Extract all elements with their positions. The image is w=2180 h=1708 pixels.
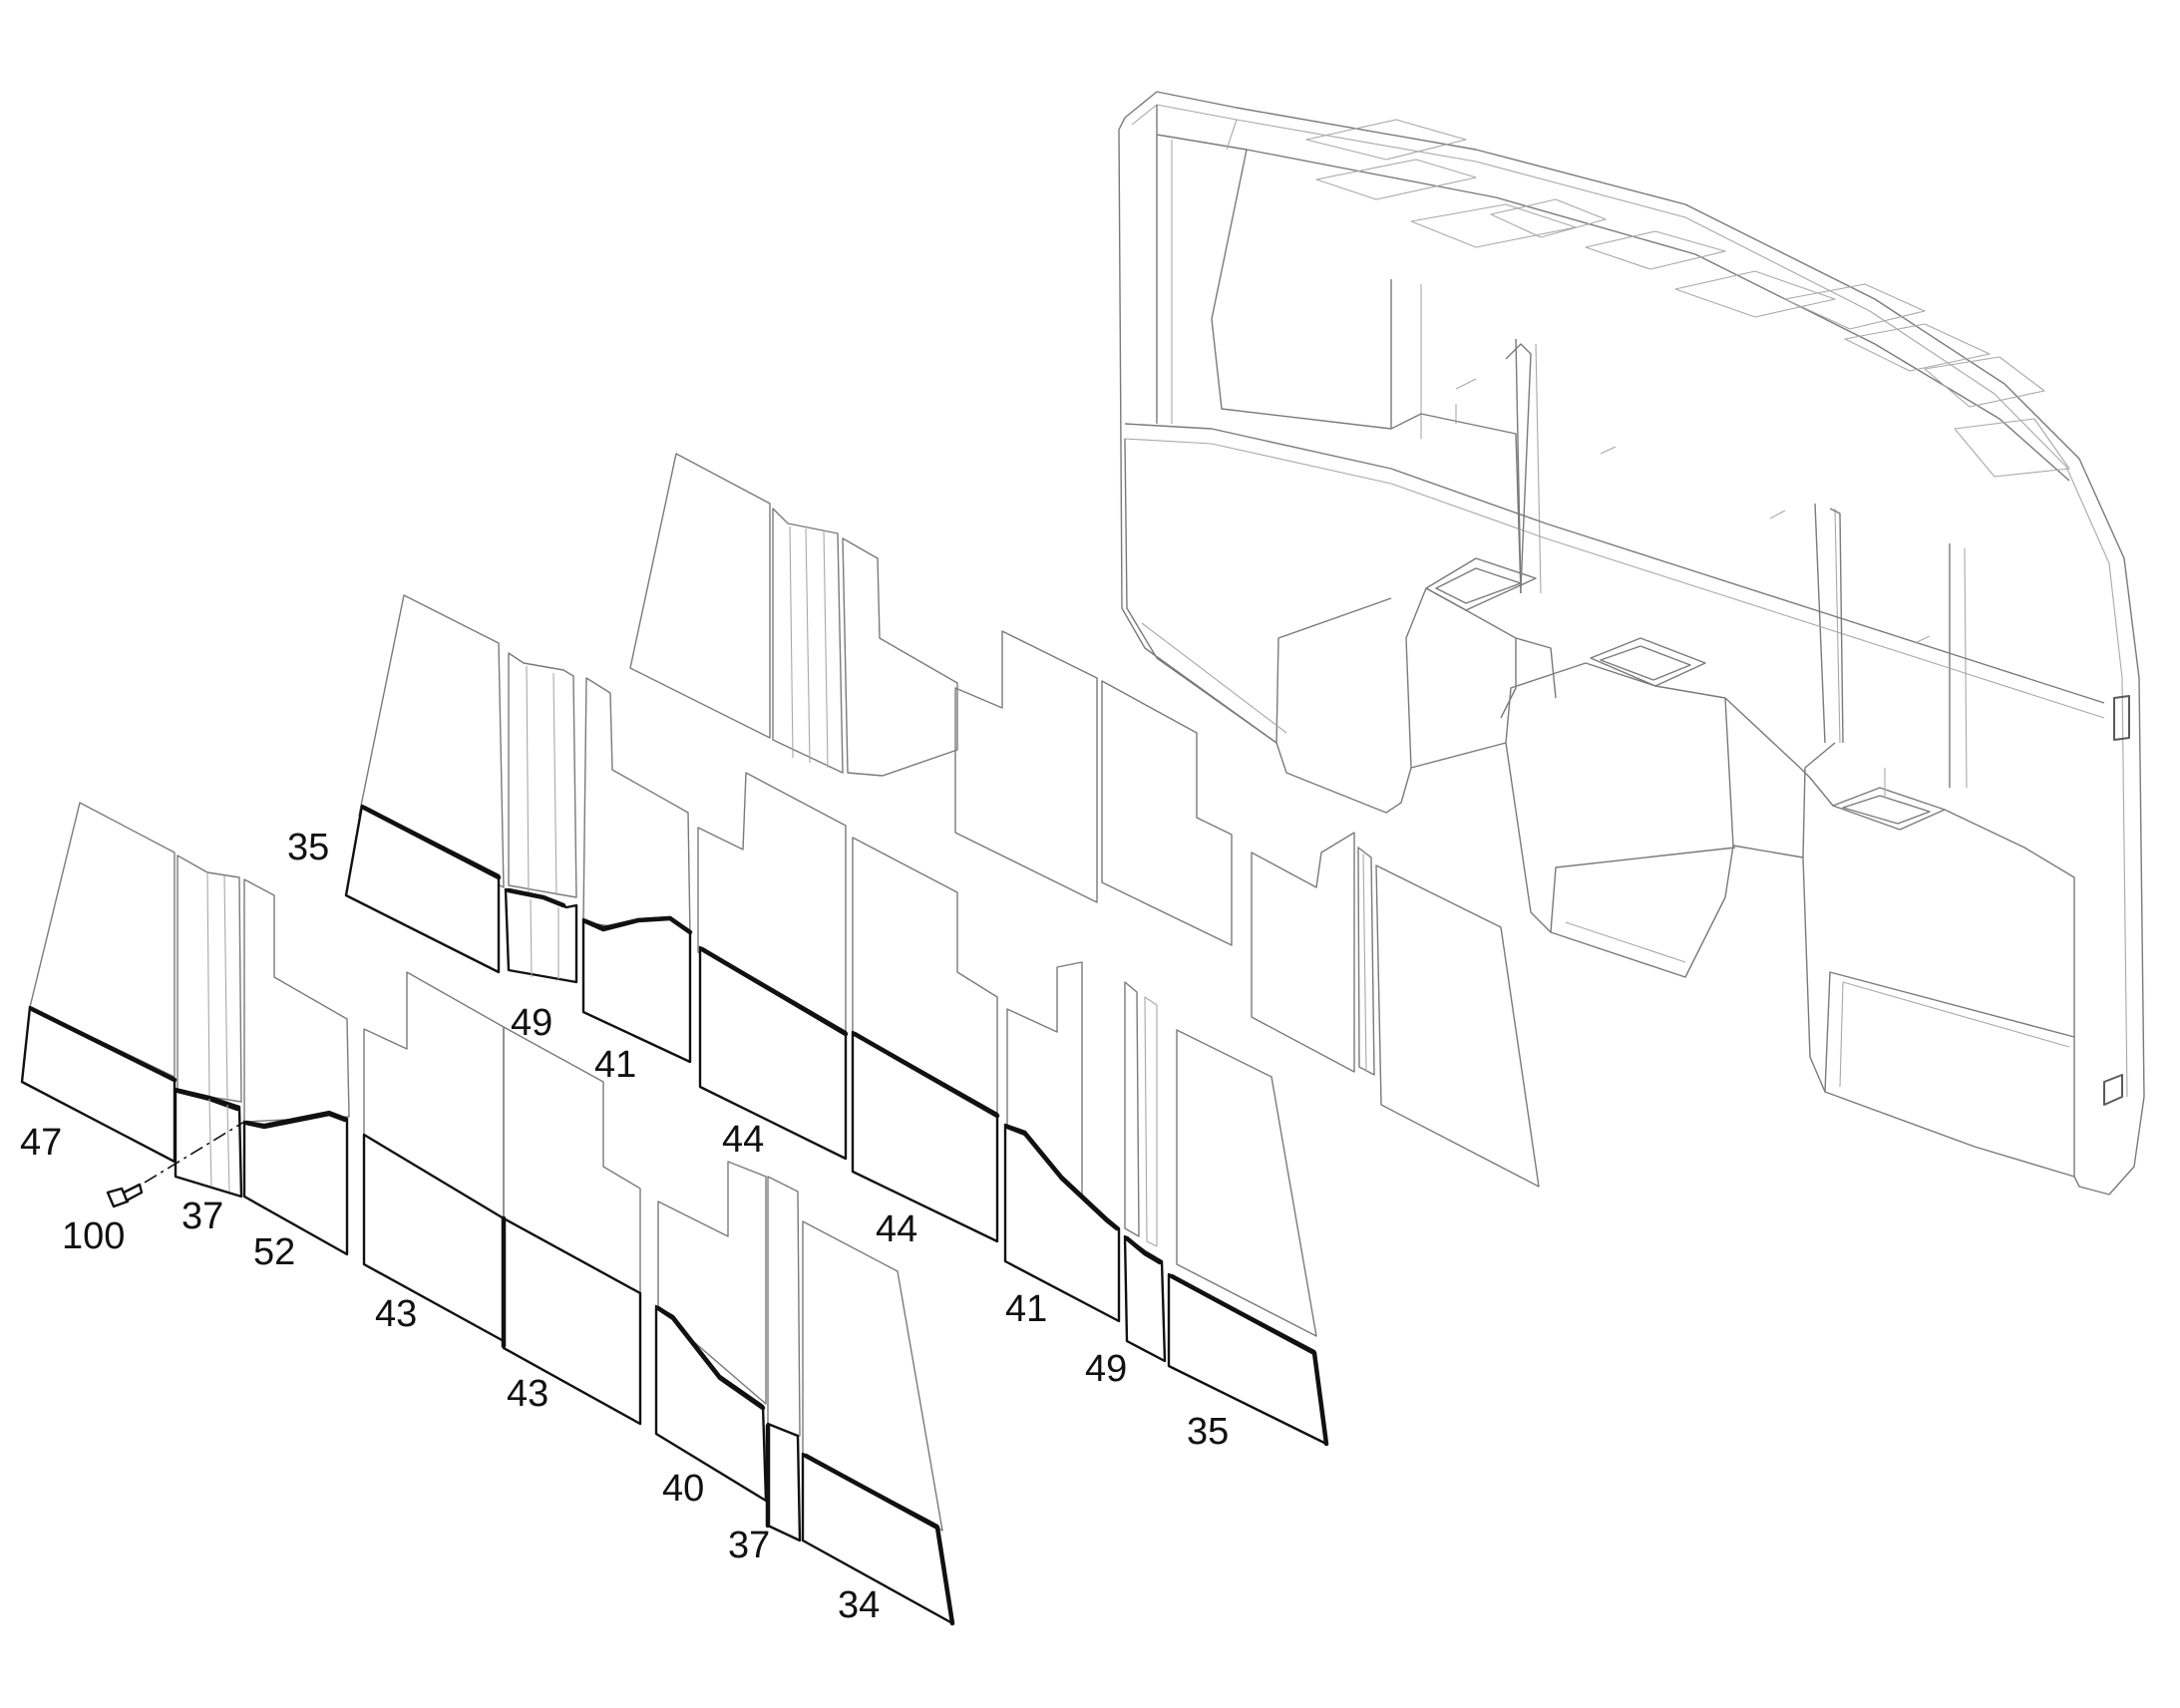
back-panel-row bbox=[629, 453, 1540, 1188]
callout-37-right: 37 bbox=[728, 1525, 770, 1566]
panel-back-4 bbox=[954, 630, 1098, 903]
callout-44-left: 44 bbox=[722, 1119, 764, 1161]
callout-44-right: 44 bbox=[876, 1208, 917, 1250]
callout-49-left: 49 bbox=[511, 1002, 552, 1044]
callout-35-right: 35 bbox=[1187, 1411, 1229, 1453]
panel-back-6 bbox=[1251, 832, 1355, 1073]
callout-43-left: 43 bbox=[375, 1293, 417, 1335]
part-35-left bbox=[344, 804, 501, 974]
callout-52: 52 bbox=[253, 1231, 295, 1273]
callout-100: 100 bbox=[62, 1215, 125, 1257]
panel-back-7 bbox=[1357, 847, 1375, 1076]
front-panel-row bbox=[20, 802, 955, 1626]
cab-frame bbox=[1118, 91, 2145, 1196]
callout-47: 47 bbox=[20, 1122, 62, 1164]
callout-40: 40 bbox=[662, 1468, 704, 1510]
part-41-left bbox=[581, 915, 692, 1064]
part-49-left bbox=[504, 887, 578, 984]
middle-panel-row bbox=[344, 594, 1329, 1447]
callout-37-left: 37 bbox=[182, 1196, 223, 1237]
callout-41-right: 41 bbox=[1005, 1288, 1047, 1330]
panel-back-8 bbox=[1375, 864, 1540, 1188]
bolt-100 bbox=[106, 1121, 245, 1208]
panel-back-1 bbox=[629, 453, 771, 739]
part-44-right bbox=[851, 1030, 999, 1243]
callout-43-right: 43 bbox=[507, 1373, 548, 1415]
panel-back-2 bbox=[772, 508, 844, 774]
callout-labels: 35 49 41 44 44 41 49 35 47 100 37 52 43 … bbox=[20, 827, 1229, 1626]
part-37-right bbox=[766, 1422, 802, 1542]
panel-back-3 bbox=[842, 537, 958, 777]
panel-back-5 bbox=[1101, 680, 1233, 946]
callout-41-left: 41 bbox=[594, 1044, 636, 1086]
callout-49-right: 49 bbox=[1085, 1348, 1127, 1390]
callout-35-left: 35 bbox=[287, 827, 329, 868]
callout-34: 34 bbox=[838, 1584, 880, 1626]
